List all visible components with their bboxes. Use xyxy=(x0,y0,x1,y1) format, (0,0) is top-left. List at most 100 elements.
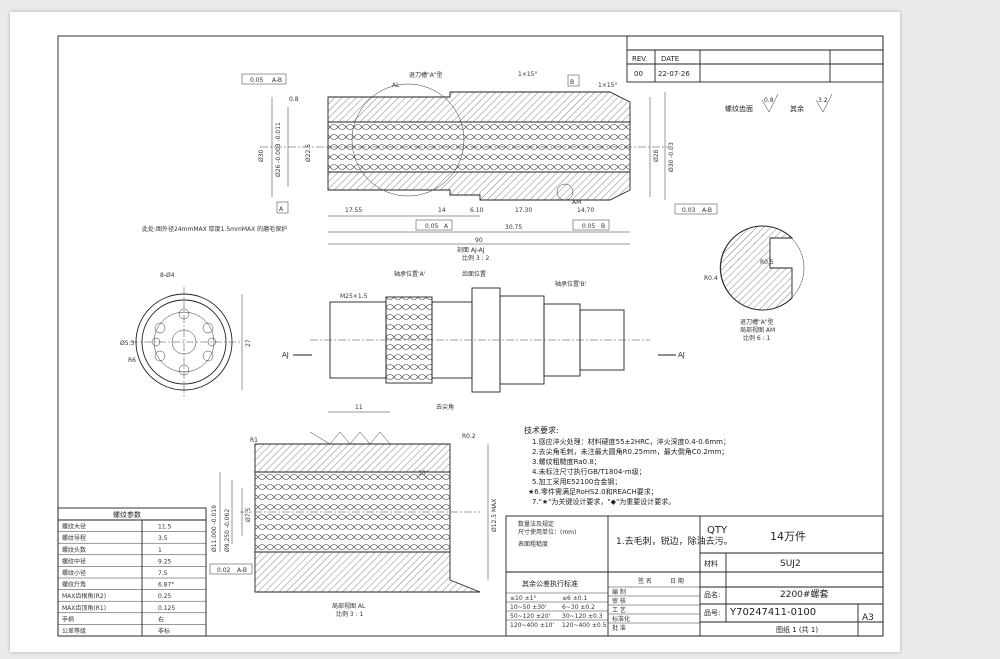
proj-note-3: 表面粗糙度 xyxy=(518,540,548,548)
drawing-frame xyxy=(57,35,884,637)
detail-am-r05: R0.5 xyxy=(760,259,774,266)
proj-note-1: 数量法及规定 xyxy=(518,520,554,528)
thread-param-value: 11.5 xyxy=(158,524,172,531)
tech-item-2: 2.去尖角毛刺，未注最大圆角R0.25mm，最大倒角C0.2mm； xyxy=(532,447,728,456)
dim-17-30: 17.30 xyxy=(515,207,532,214)
material-value: SUJ2 xyxy=(780,559,801,569)
tech-item-6: ★6.零件需满足RoHS2.0和REACH要求； xyxy=(528,487,658,496)
tol-angle: 10~50 ±30' xyxy=(510,604,547,611)
dia-28: Ø28 xyxy=(653,149,660,162)
datum-b-box xyxy=(567,74,580,87)
detail-am-r04: R0.4 xyxy=(704,275,718,282)
section-mark-right: AJ xyxy=(678,351,685,359)
thread-param-value: 1 xyxy=(158,547,162,554)
front-view: AJ AJ M25×1.5 轴承位置'A' 齿面位置 轴承位置'B' 去尖角 xyxy=(282,270,685,411)
section-note: 此处:图外径24mmMAX 厚度1.5mmMAX 的磨毛保护 xyxy=(142,225,287,233)
thread-param-label: 螺纹大径 xyxy=(62,523,86,531)
thread-param-value: 0.25 xyxy=(158,593,172,600)
detail-al-flatness-frame xyxy=(209,563,253,575)
roughness-symbol-icon xyxy=(761,93,779,113)
surface-finish-note: 螺纹齿面 0.8 其余 3.2 xyxy=(725,93,833,113)
detail-al-30deg: 30° xyxy=(418,470,429,477)
role-label: 批 准 xyxy=(612,624,626,632)
datum-a-box xyxy=(276,201,289,214)
rev-label: REV. xyxy=(632,55,647,63)
side-label-8: 8-Ø4 xyxy=(160,272,175,279)
detail-al-flatness-ref: A-B xyxy=(237,567,247,574)
perp1-value: 0.05 xyxy=(425,223,439,230)
detail-al-11: 11 xyxy=(355,404,363,411)
thread-param-value: 9.25 xyxy=(158,558,172,565)
callout-bearing-b: 轴承位置'B' xyxy=(555,280,587,288)
flatness2-ref: A-B xyxy=(702,207,712,214)
thread-label: M25×1.5 xyxy=(340,293,368,300)
detail-al-title: 局部视图 AL xyxy=(332,602,366,610)
flatness2-value: 0.03 xyxy=(682,207,696,214)
dia-30: Ø30 xyxy=(258,149,265,162)
perp2-frame xyxy=(572,219,610,231)
datum-a: A xyxy=(279,206,284,213)
thread-param-value: 6.87° xyxy=(158,582,174,589)
thread-param-label: 螺纹升角 xyxy=(62,581,86,589)
detail-al-dia-c: Ø7.5 xyxy=(245,508,252,522)
thread-param-value: 7.5 xyxy=(158,570,168,577)
qty-value: 14万件 xyxy=(770,530,806,543)
dim-6-10: 6.10 xyxy=(470,207,484,214)
callout-sharp: 去尖角 xyxy=(436,403,454,411)
detail-al-flatness: 0.02 xyxy=(217,567,231,574)
other-surface-label: 其余 xyxy=(790,104,804,113)
flatness-ref: A-B xyxy=(272,77,282,84)
side-label-phi: Ø5.3 xyxy=(120,340,134,347)
drawing-canvas: REV. DATE 00 22-07-26 螺纹齿面 0.8 其余 3.2 17… xyxy=(57,35,884,637)
thread-param-label: 螺纹头数 xyxy=(62,546,86,554)
dim-angle: 1×15° xyxy=(518,71,537,78)
tag-undercut: 退刀槽"A"型 xyxy=(409,71,443,79)
detail-al-max: Ø12.5 MAX xyxy=(491,499,498,532)
detail-al-r1: R1 xyxy=(250,437,258,444)
dia-22-5: Ø22.5 xyxy=(305,144,312,162)
side-view: 27 8-Ø4 R6 Ø5.3 xyxy=(120,272,252,397)
dim-90: 90 xyxy=(475,237,483,244)
perp1-frame xyxy=(415,219,453,231)
tol-linear: ≤6 ±0.1 xyxy=(562,595,588,602)
dim-angle2: 1×15° xyxy=(598,82,617,89)
detail-al-r02: R0.2 xyxy=(462,433,476,440)
tol-linear: 6~30 ±0.2 xyxy=(562,604,595,611)
callout-tooth: 齿面位置 xyxy=(462,270,486,278)
thread-param-label: 公差等级 xyxy=(62,627,86,635)
process-note: 1.去毛刺，锐边，除油去污。 xyxy=(616,535,733,547)
thread-param-label: 螺纹导程 xyxy=(62,534,86,542)
side-dim-27: 27 xyxy=(245,339,252,347)
other-roughness-value: 3.2 xyxy=(818,97,828,104)
detail-am: R0.5 R0.4 退刀槽"A"型 局部视图 AM 比例 6 : 1 xyxy=(704,225,805,342)
section-scale: 比例 3 : 2 xyxy=(462,254,490,262)
thread-param-label: MAX齿根角(R2) xyxy=(62,592,106,600)
detail-al-dia-a: Ø11.000 -0.019 xyxy=(211,505,218,552)
proj-note-2: 尺寸使用单位：(mm) xyxy=(518,528,576,536)
dim-30-75: 30.75 xyxy=(505,224,522,231)
flatness2-frame xyxy=(674,203,718,215)
name-value: 2200#螺套 xyxy=(780,588,828,600)
label-al: AL xyxy=(392,82,400,89)
role-label: 审 核 xyxy=(612,597,626,605)
tol-title: 其余公差执行标准 xyxy=(522,579,578,588)
thread-params-title: 螺纹参数 xyxy=(113,510,141,519)
roughness-main: 0.8 xyxy=(289,96,299,103)
rev-value: 00 xyxy=(634,70,643,78)
date-label: DATE xyxy=(661,55,679,63)
tech-item-4: 4.未标注尺寸执行GB/T1804-m级； xyxy=(532,467,646,476)
datum-b: B xyxy=(570,79,574,86)
tech-item-7: 7."★"为关键设计要求，"◆"为重要设计要求。 xyxy=(532,497,675,506)
title-block: 数量法及规定 尺寸使用单位：(mm) 表面粗糙度 1.去毛刺，锐边，除油去污。 … xyxy=(505,515,884,637)
callout-bearing-a: 轴承位置'A' xyxy=(394,270,426,278)
thread-surface-label: 螺纹齿面 xyxy=(725,104,753,113)
part-value: Y70247411-0100 xyxy=(729,607,816,618)
revision-block: REV. DATE 00 22-07-26 xyxy=(626,35,884,83)
dia-26: Ø26 -0.003 -0.011 xyxy=(275,122,282,177)
flatness-value: 0.05 xyxy=(250,77,264,84)
role-label: 标准化 xyxy=(612,615,630,623)
tol-linear: 30~120 ±0.3 xyxy=(562,613,603,620)
thread-param-label: 手柄 xyxy=(62,615,74,623)
detail-am-subtitle: 局部视图 AM xyxy=(740,326,775,334)
